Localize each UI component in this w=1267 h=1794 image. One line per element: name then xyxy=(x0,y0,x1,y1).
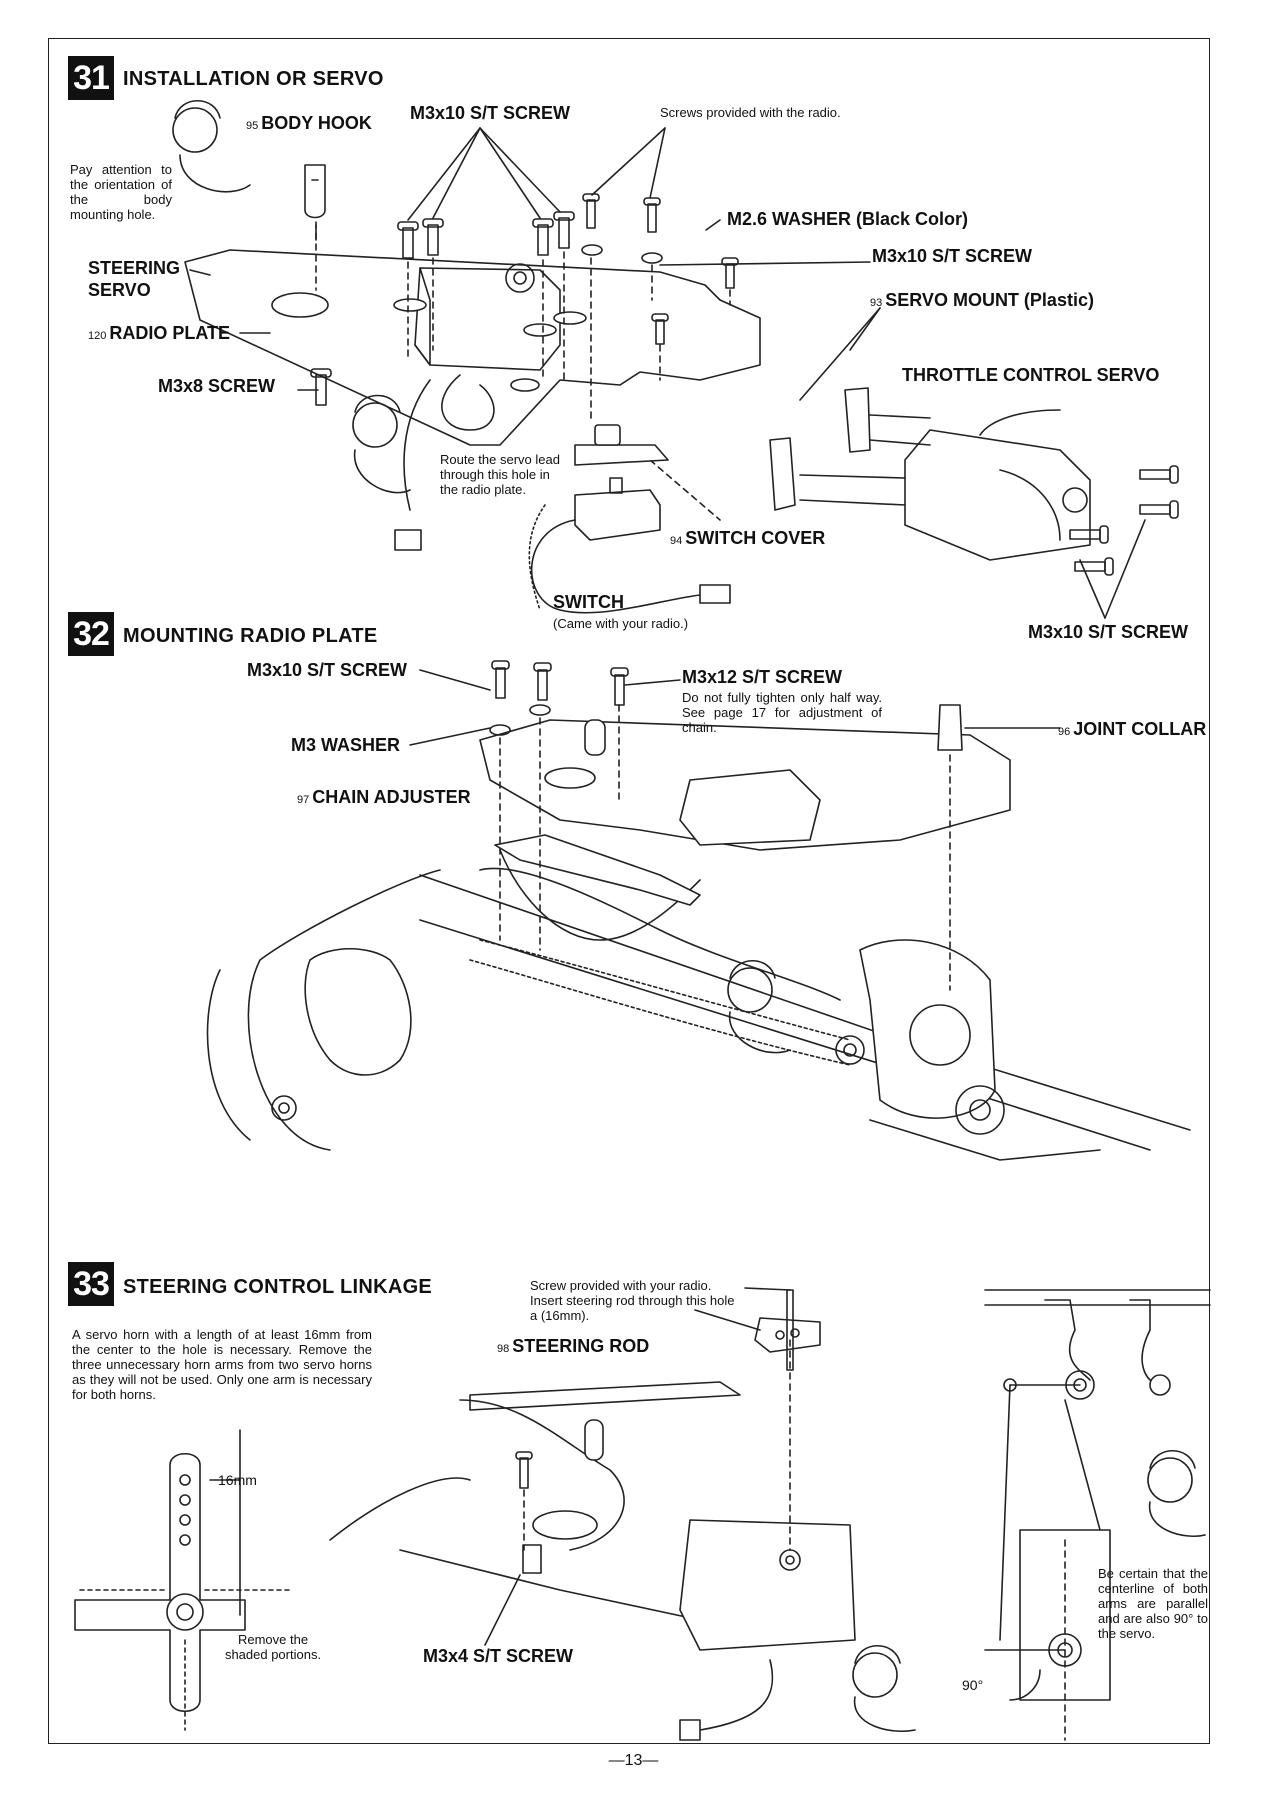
remove-shaded-note: Remove the shaded portions. xyxy=(224,1632,322,1662)
leader-lines-step33 xyxy=(484,1287,791,1646)
steering-screw-note: Screw provided with your radio. Insert s… xyxy=(530,1278,735,1323)
page-frame xyxy=(48,38,1210,1744)
m3-washer-label: M3 WASHER xyxy=(291,735,401,755)
parallel-note: Be certain that the centerline of both a… xyxy=(1098,1566,1208,1641)
m3x10-screw-label-step32: M3x10 S/T SCREW xyxy=(247,660,408,680)
inset-detail-drawing xyxy=(984,1289,1211,1741)
step-31-title: INSTALLATION OR SERVO xyxy=(123,68,384,90)
servo-horn-note: A servo horn with a length of at least 1… xyxy=(72,1327,372,1402)
screws-step32 xyxy=(489,660,963,751)
m3x12-note: Do not fully tighten only half way. See … xyxy=(682,690,882,735)
screws-step31 xyxy=(310,193,739,406)
throttle-servo-drawing xyxy=(769,387,1091,561)
leader-lines-step31 xyxy=(189,127,1146,619)
step-32-number: 32 xyxy=(68,612,114,656)
guide-lines-step32 xyxy=(499,704,951,991)
leader-lines-step32 xyxy=(409,669,1061,746)
body-hook-drawing xyxy=(304,164,326,241)
steering-linkage-drawing xyxy=(329,1289,856,1741)
step-32-title: MOUNTING RADIO PLATE xyxy=(123,625,378,647)
step-33-number: 33 xyxy=(68,1262,114,1306)
body-hook-note: Pay attention to the orientation of the … xyxy=(70,162,172,222)
page-number: —13— xyxy=(608,1752,659,1769)
screws-radio-note: Screws provided with the radio. xyxy=(660,105,841,120)
steering-servo-label-2: SERVO xyxy=(88,280,151,300)
m26-washer-label: M2.6 WASHER (Black Color) xyxy=(727,209,969,229)
switch-label: SWITCH xyxy=(553,592,624,612)
step-31-number: 31 xyxy=(68,56,114,100)
steering-servo-drawing xyxy=(393,263,587,551)
servo-horn-drawing xyxy=(74,1429,246,1713)
m3x10-screw-label-right: M3x10 S/T SCREW xyxy=(872,246,1033,266)
m3x12-screw-label: M3x12 S/T SCREW xyxy=(682,667,843,687)
m3x8-screw-label: M3x8 SCREW xyxy=(158,376,276,396)
m3x10-screw-label-bottom: M3x10 S/T SCREW xyxy=(1028,622,1189,642)
dimension-16mm: 16mm xyxy=(218,1472,257,1488)
chassis-drawing xyxy=(206,719,1191,1161)
step-33-title: STEERING CONTROL LINKAGE xyxy=(123,1276,433,1298)
m3x10-screw-label-top: M3x10 S/T SCREW xyxy=(410,103,571,123)
guide-lines-step33 xyxy=(523,1339,791,1551)
m3x4-screw-label: M3x4 S/T SCREW xyxy=(423,1646,574,1666)
mascot-figures xyxy=(172,99,1206,1732)
chain-drawing xyxy=(469,939,851,1066)
shaded-portion-lines xyxy=(79,1589,291,1731)
servo-screws-right xyxy=(1069,465,1179,576)
throttle-servo-label: THROTTLE CONTROL SERVO xyxy=(902,365,1160,385)
switch-note: (Came with your radio.) xyxy=(553,616,689,631)
route-lead-note: Route the servo lead through this hole i… xyxy=(440,452,560,497)
switch-drawing xyxy=(528,424,731,614)
steering-servo-label-1: STEERING xyxy=(88,258,181,278)
angle-90-label: 90° xyxy=(962,1677,984,1693)
